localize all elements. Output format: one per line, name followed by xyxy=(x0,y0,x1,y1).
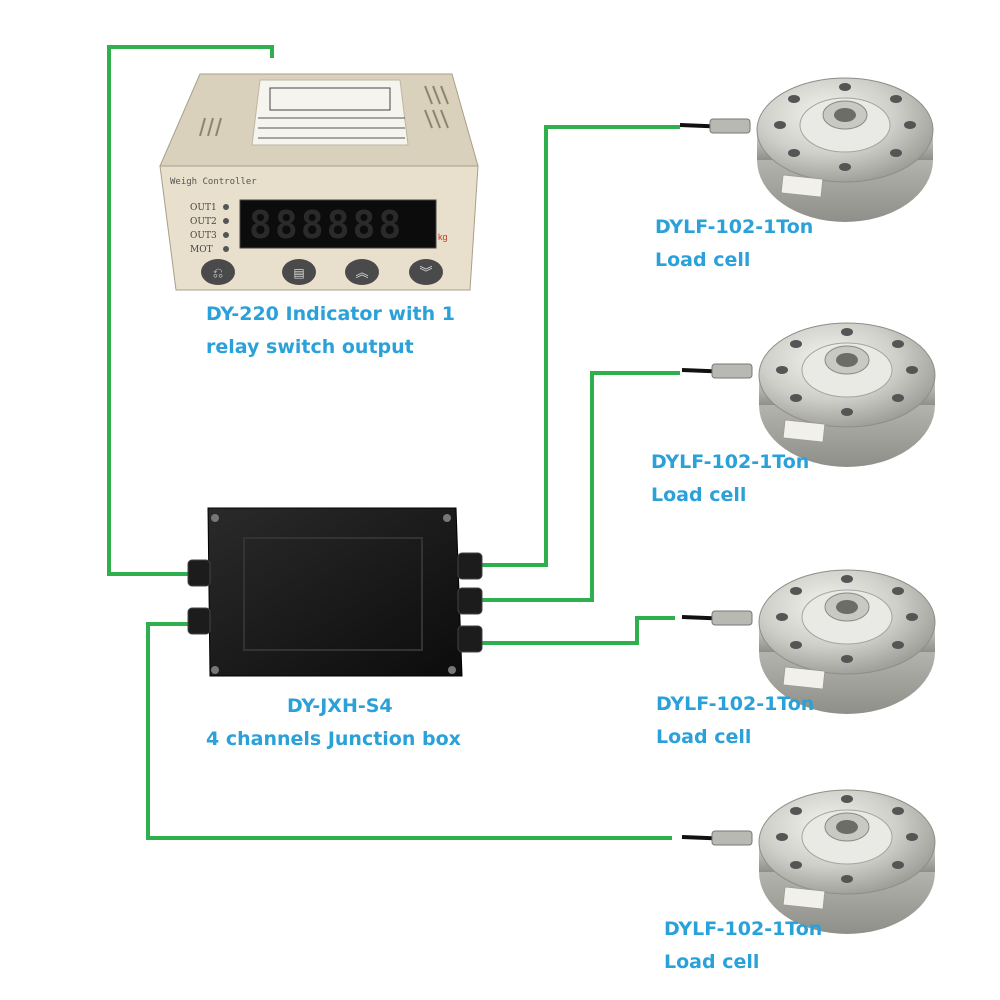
up-icon xyxy=(345,259,379,285)
svg-text:︾: ︾ xyxy=(419,265,432,280)
gland-right-1 xyxy=(457,552,483,580)
led-out2-label: OUT2 xyxy=(190,217,217,227)
load-cell-4-label: DYLF-102-1Ton Load cell xyxy=(664,913,822,979)
led-out3-label: OUT3 xyxy=(190,231,217,241)
load-cell-1-caption: Load cell xyxy=(655,249,751,271)
wire-indicator-to-junction xyxy=(107,45,274,576)
svg-text:⎌: ⎌ xyxy=(213,265,223,280)
load-cell-4-model: DYLF-102-1Ton xyxy=(664,918,823,940)
junction-box-label-2: 4 channels Junction box xyxy=(206,723,461,756)
gland-left-2 xyxy=(187,607,211,635)
display-unit: kg xyxy=(438,232,448,242)
down-icon xyxy=(409,259,443,285)
indicator-label-line1: DY-220 Indicator with 1 xyxy=(206,303,455,325)
panel-title: Weigh Controller xyxy=(170,177,257,187)
led-mot-label: MOT xyxy=(190,245,213,255)
led-out1 xyxy=(223,204,229,210)
load-cell-4-caption: Load cell xyxy=(664,951,760,973)
indicator-device: Weigh Controller 888888 kg OUT1 OUT2 OUT… xyxy=(159,73,479,291)
wire-loadcell-3 xyxy=(470,616,675,645)
led-out1-label: OUT1 xyxy=(190,203,217,213)
load-cell-2-label: DYLF-102-1Ton Load cell xyxy=(651,446,809,512)
junction-box-label-line2: 4 channels Junction box xyxy=(206,728,461,750)
load-cell-3-caption: Load cell xyxy=(656,726,752,748)
indicator-buttons: ⎌ ▤ ︽ ︾ xyxy=(201,259,443,285)
wire-loadcell-2 xyxy=(480,371,680,602)
led-out3 xyxy=(223,232,229,238)
wires xyxy=(107,45,680,840)
display-value: 888888 xyxy=(249,203,404,247)
junction-box-label: DY-JXH-S4 xyxy=(287,690,393,723)
load-cell-1 xyxy=(678,76,935,224)
load-cell-3-label: DYLF-102-1Ton Load cell xyxy=(656,688,814,754)
indicator-label: DY-220 Indicator with 1 relay switch out… xyxy=(206,298,455,364)
led-mot xyxy=(223,246,229,252)
svg-text:▤: ▤ xyxy=(293,266,304,280)
load-cell-2-caption: Load cell xyxy=(651,484,747,506)
load-cell-2-model: DYLF-102-1Ton xyxy=(651,451,810,473)
gland-right-3 xyxy=(457,625,483,653)
tare-icon xyxy=(201,259,235,285)
gland-right-2 xyxy=(457,587,483,615)
wire-loadcell-4 xyxy=(146,622,672,840)
print-icon xyxy=(282,259,316,285)
wire-loadcell-1 xyxy=(480,125,680,567)
load-cell-3-model: DYLF-102-1Ton xyxy=(656,693,815,715)
indicator-label-line2: relay switch output xyxy=(206,336,414,358)
gland-left-1 xyxy=(187,559,211,587)
led-out2 xyxy=(223,218,229,224)
load-cell-1-label: DYLF-102-1Ton Load cell xyxy=(655,211,813,277)
load-cell-1-model: DYLF-102-1Ton xyxy=(655,216,814,238)
svg-text:︽: ︽ xyxy=(355,265,368,280)
junction-box xyxy=(187,507,483,677)
junction-box-label-line1: DY-JXH-S4 xyxy=(287,695,393,717)
